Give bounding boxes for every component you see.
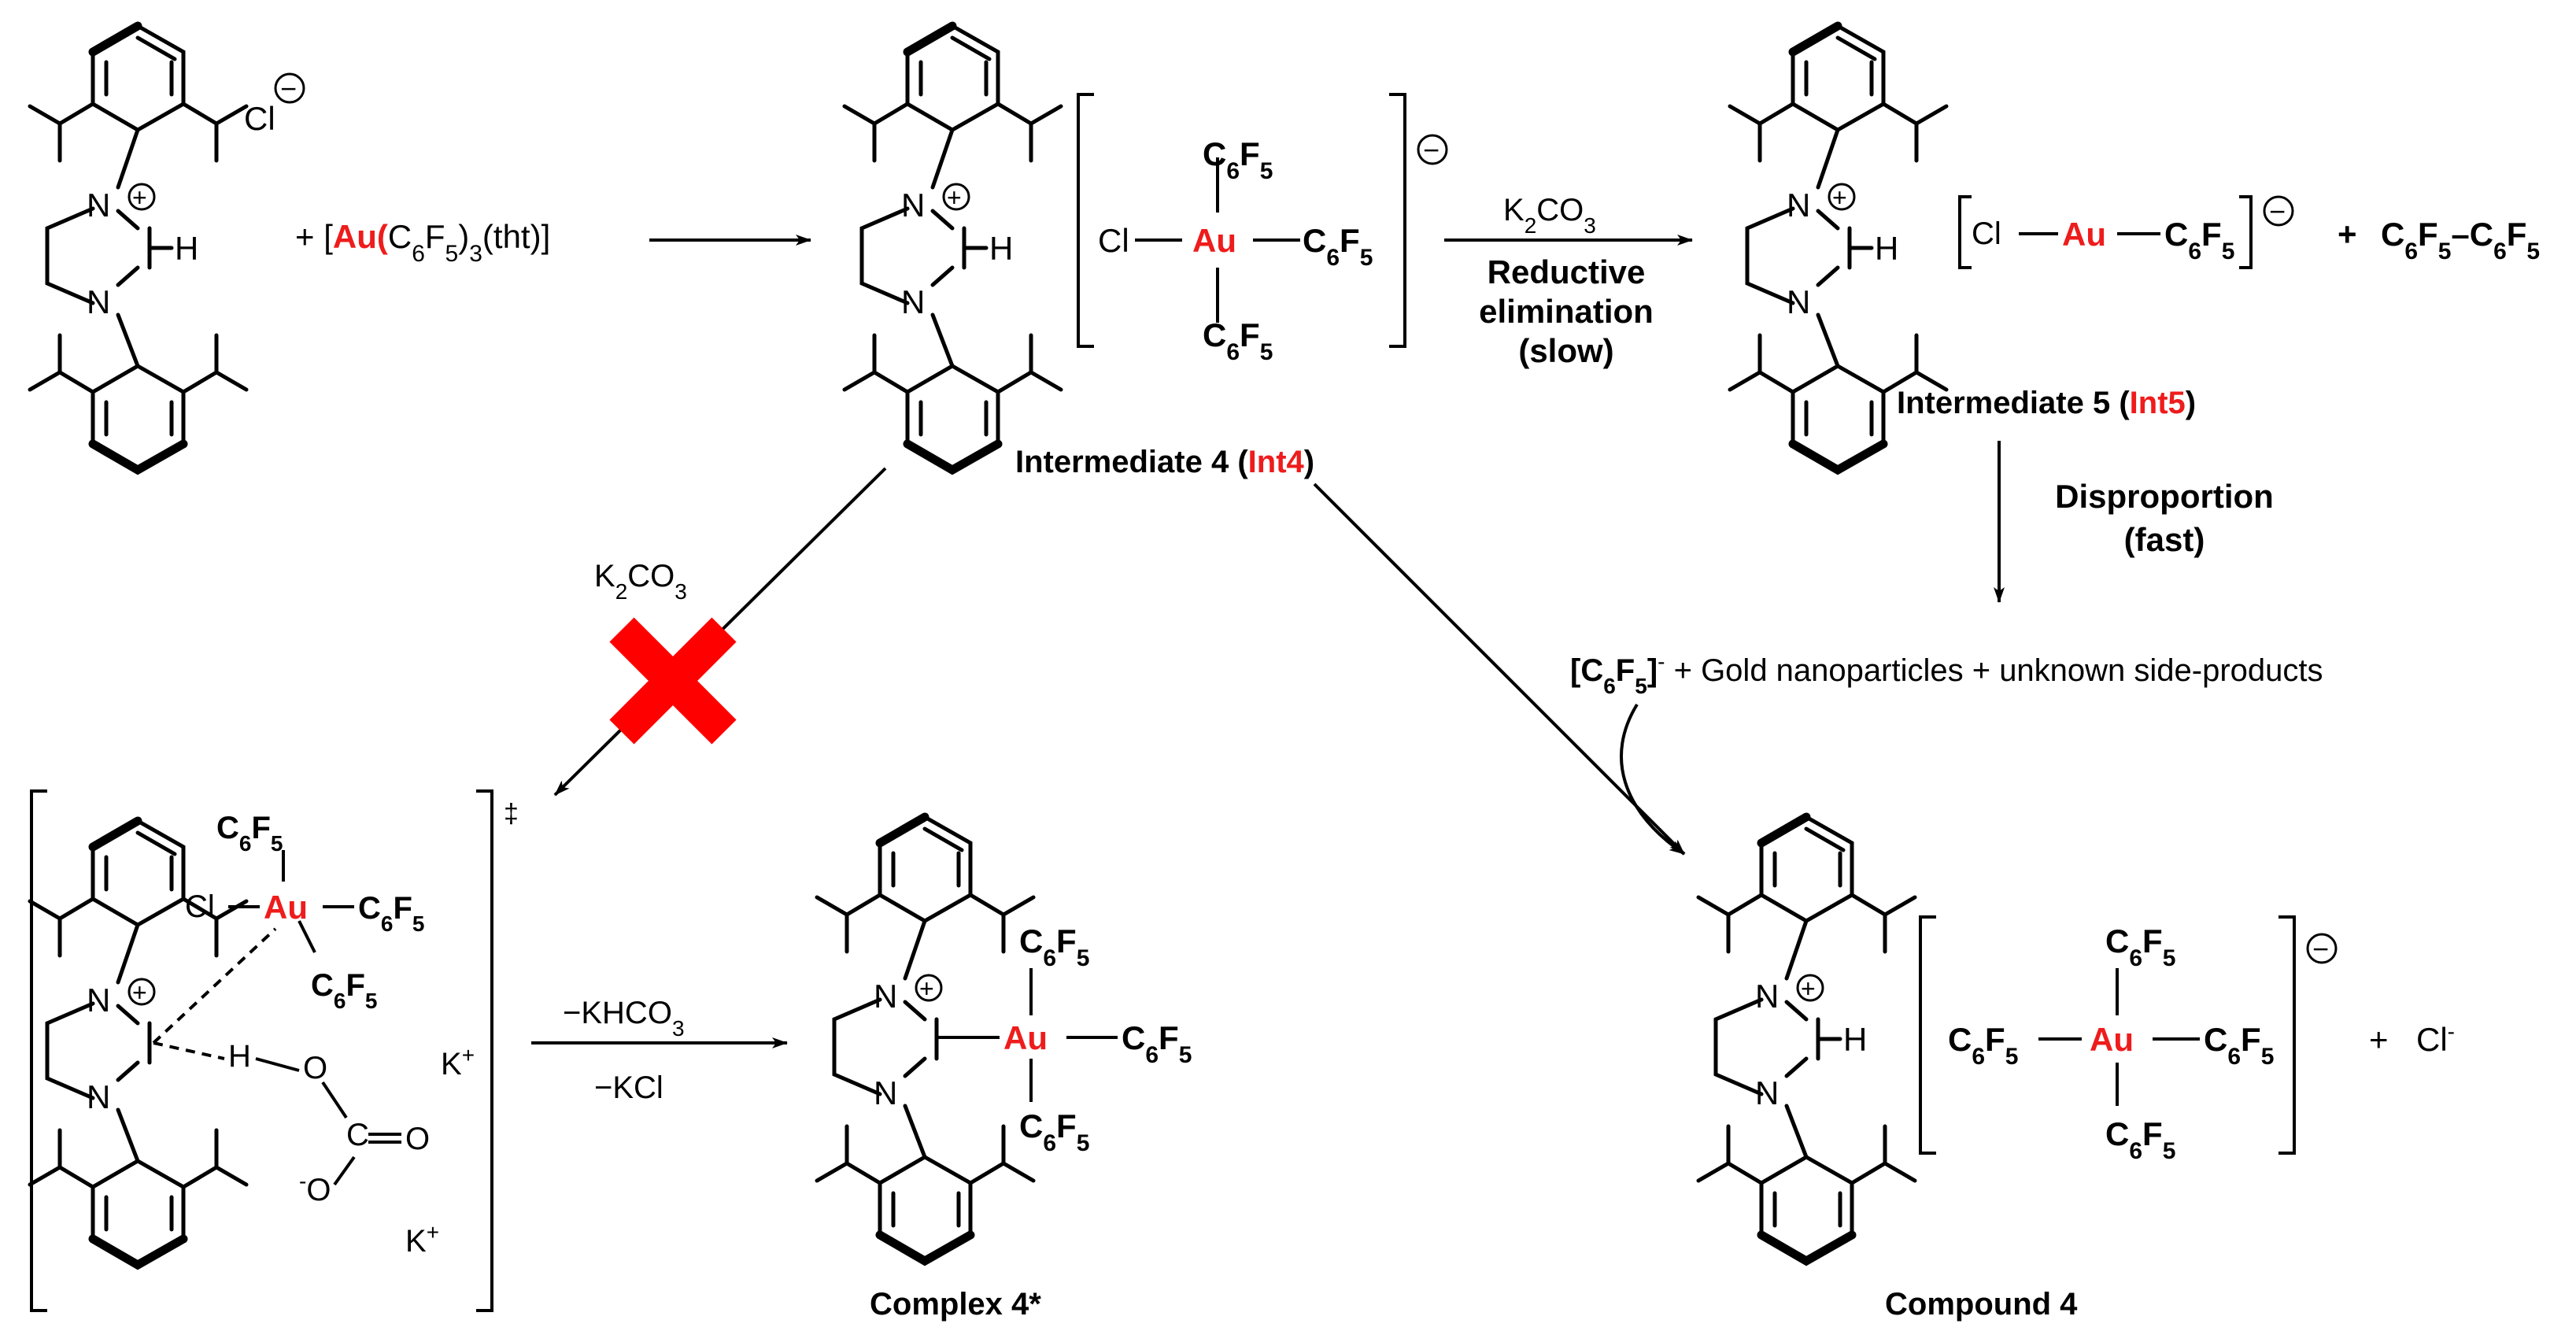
- n-atom-top: N: [87, 187, 110, 224]
- svg-text:K2CO3: K2CO3: [594, 559, 687, 604]
- svg-text:C6F5: C6F5: [2105, 1115, 2175, 1164]
- svg-text:+ [Au(C6F5)3(tht)]: + [Au(C6F5)3(tht)]: [295, 218, 550, 267]
- compound4-label: Compound 4: [1885, 1287, 2078, 1322]
- svg-text:H: H: [1843, 1021, 1867, 1058]
- plus-charge: +: [132, 183, 147, 212]
- int4-abbr: Int4: [1248, 445, 1305, 479]
- svg-text:C6F5–C6F5: C6F5–C6F5: [2381, 216, 2540, 264]
- svg-text:C6F5: C6F5: [1948, 1021, 2018, 1070]
- svg-text:Intermediate 4 (Int4): Intermediate 4 (Int4): [1015, 445, 1314, 479]
- svg-text:N: N: [874, 978, 897, 1015]
- svg-text:-O: -O: [299, 1169, 331, 1208]
- svg-text:K2CO3: K2CO3: [1503, 193, 1596, 238]
- svg-text:Au: Au: [1003, 1019, 1048, 1056]
- svg-text:H: H: [1875, 230, 1898, 267]
- svg-text:N: N: [901, 187, 925, 224]
- svg-text:C6F5: C6F5: [311, 968, 377, 1013]
- svg-text:C: C: [346, 1118, 369, 1152]
- reductive-elimination-step: K2CO3 Reductive elimination (slow): [1444, 193, 1693, 369]
- svg-text:+: +: [1832, 183, 1847, 212]
- svg-text:Cl: Cl: [1972, 216, 2001, 251]
- gold-reagent: + [Au(C6F5)3(tht)]: [295, 218, 550, 267]
- svg-text:C6F5: C6F5: [358, 891, 424, 936]
- imidazolinium-chloride: N N + H Cl −: [30, 26, 305, 470]
- minus-charge: −: [280, 72, 297, 105]
- svg-text:C6F5: C6F5: [2204, 1021, 2274, 1070]
- svg-text:+: +: [947, 183, 962, 212]
- svg-text:N: N: [1787, 187, 1810, 224]
- arrow-int4-to-compound4: [1313, 482, 1686, 856]
- svg-text:Au: Au: [2062, 216, 2106, 253]
- svg-text:Disproportion: Disproportion: [2055, 478, 2274, 515]
- svg-text:H: H: [228, 1039, 251, 1074]
- svg-text:H: H: [989, 230, 1013, 267]
- svg-text:C6F5: C6F5: [1203, 135, 1273, 184]
- int4-label: Intermediate 4 (: [1015, 445, 1248, 479]
- svg-text:N: N: [1755, 978, 1779, 1015]
- svg-text:Au: Au: [264, 889, 308, 926]
- svg-text:−: −: [2312, 933, 2329, 965]
- n-atom-bottom: N: [87, 283, 110, 320]
- svg-text:(fast): (fast): [2124, 521, 2205, 558]
- svg-text:N: N: [1755, 1074, 1779, 1111]
- red-cross-icon: [609, 617, 737, 745]
- plus-bracket: + [: [295, 218, 333, 255]
- transition-state: ‡ N N + Cl Au C6F5 C6F5 C6F5 H O C O -O …: [30, 789, 519, 1312]
- svg-text:N: N: [901, 283, 925, 320]
- svg-text:−: −: [2269, 195, 2286, 227]
- svg-text:+: +: [919, 974, 934, 1003]
- intermediate-4: N N + H − Au Cl C6F5 C6F5 C6F5 Intermedi…: [844, 26, 1448, 479]
- svg-text:Cl-: Cl-: [2416, 1019, 2455, 1059]
- svg-text:O: O: [405, 1122, 430, 1156]
- svg-text:C6F5: C6F5: [216, 811, 283, 856]
- svg-text:C6F5: C6F5: [2105, 922, 2175, 971]
- svg-text:C6F5: C6F5: [1019, 1107, 1089, 1156]
- side-products-text: + Gold nanoparticles + unknown side-prod…: [1674, 653, 2323, 688]
- svg-text:Reductive: Reductive: [1488, 253, 1646, 290]
- svg-text:+: +: [2338, 216, 2357, 253]
- svg-text:C6F5: C6F5: [1019, 922, 1089, 971]
- svg-text:[C6F5]- + Gold nanoparticles +: [C6F5]- + Gold nanoparticles + unknown s…: [1570, 649, 2323, 698]
- svg-text:−: −: [1423, 134, 1440, 166]
- svg-text:N: N: [874, 1074, 897, 1111]
- svg-text:Intermediate 5 (Int5): Intermediate 5 (Int5): [1897, 386, 2196, 420]
- complex-4-star: N N + Au C6F5 C6F5 C6F5 Complex 4*: [817, 817, 1192, 1322]
- svg-text:−KHCO3: −KHCO3: [563, 996, 685, 1041]
- svg-text:elimination: elimination: [1479, 293, 1654, 330]
- svg-text:(slow): (slow): [1518, 332, 1613, 369]
- complex4-label: Complex 4*: [870, 1287, 1041, 1322]
- svg-text:N: N: [87, 982, 110, 1019]
- svg-text:C6F5: C6F5: [2164, 216, 2234, 264]
- svg-text:+: +: [2369, 1021, 2389, 1058]
- blocked-pathway: K2CO3: [553, 467, 887, 797]
- svg-text:N: N: [87, 1078, 110, 1115]
- intermediate-5: N N + H Cl Au C6F5 − + C6F5–C6F5 Interme…: [1730, 26, 2540, 470]
- svg-text:Cl: Cl: [185, 889, 215, 924]
- svg-text:N: N: [1787, 283, 1810, 320]
- svg-text:K+: K+: [405, 1220, 439, 1259]
- svg-text:C6F5: C6F5: [1203, 316, 1273, 365]
- svg-text:K+: K+: [441, 1043, 475, 1082]
- disproportion-step: Disproportion (fast) [C6F5]- + Gold nano…: [1570, 441, 2323, 856]
- chloride-ion: Cl: [244, 100, 275, 137]
- svg-text:Cl: Cl: [1098, 222, 1129, 259]
- svg-text:+: +: [132, 978, 147, 1007]
- h-atom: H: [175, 230, 198, 267]
- svg-text:+: +: [1801, 974, 1816, 1003]
- svg-text:−KCl: −KCl: [594, 1070, 663, 1105]
- ts-to-complex-arrow: −KHCO3 −KCl: [531, 996, 788, 1105]
- compound-4: N N + H − Au C6F5 C6F5 C6F5 C6F5 + Cl- C…: [1698, 817, 2455, 1322]
- svg-text:Au: Au: [2090, 1021, 2134, 1058]
- svg-text:C6F5: C6F5: [1122, 1019, 1192, 1068]
- au-red: Au(: [333, 218, 388, 255]
- svg-text:‡: ‡: [504, 799, 519, 829]
- svg-text:O: O: [303, 1051, 327, 1085]
- svg-text:C6F5: C6F5: [1303, 222, 1373, 271]
- au-center: Au: [1192, 222, 1236, 259]
